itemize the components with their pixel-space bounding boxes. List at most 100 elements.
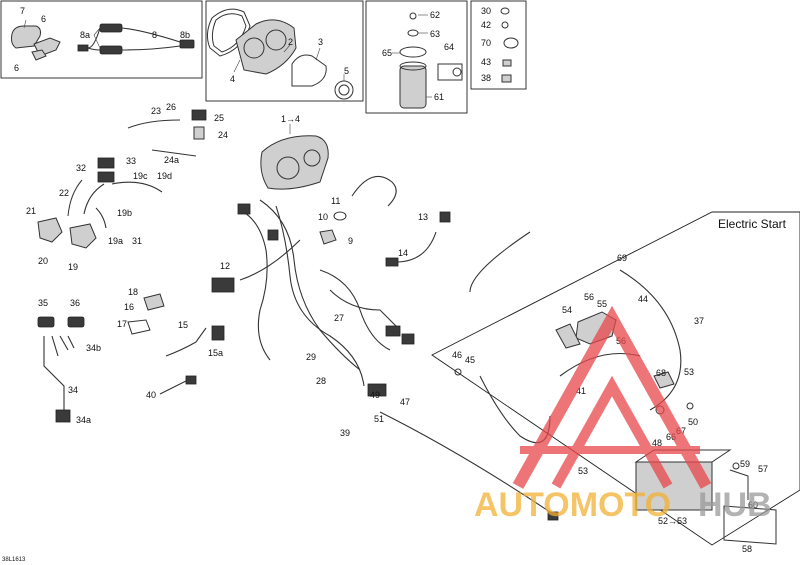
callout-label: 19a <box>108 236 123 246</box>
callout-label: 9 <box>348 236 353 246</box>
callout-label: 34 <box>68 385 78 395</box>
callout-label: 43 <box>481 57 491 67</box>
main-wiring-harness: 12 11 10 9 13 14 27 29 28 39 49 47 51 <box>211 175 559 521</box>
callout-label: 8a <box>80 30 90 40</box>
inset-small-parts: 30 42 70 43 38 <box>470 0 527 90</box>
battery-tray <box>723 505 777 545</box>
callout-label: 19 <box>68 262 78 272</box>
callout-label: 19b <box>117 208 132 218</box>
callout-label: 12 <box>220 261 230 271</box>
callout-label: 28 <box>316 376 326 386</box>
callout-label: 50 <box>688 417 698 427</box>
callout-label: 20 <box>38 256 48 266</box>
callout-label: 55 <box>597 299 607 309</box>
callout-label: 37 <box>694 316 704 326</box>
callout-label: 16 <box>124 302 134 312</box>
callout-label: 23 <box>151 106 161 116</box>
callout-label: 2 <box>288 37 293 47</box>
callout-label: 10 <box>318 212 328 222</box>
callout-label: 19d <box>157 171 172 181</box>
lower-left-components: 35 36 34b 34 34a 18 16 17 15 15a 40 <box>37 287 225 425</box>
callout-label: 11 <box>331 196 340 206</box>
callout-label: 3 <box>318 37 323 47</box>
callout-label: 40 <box>146 390 156 400</box>
callout-label: 15a <box>208 348 223 358</box>
callout-label: 8b <box>180 30 190 40</box>
callout-label: 1→4 <box>281 114 300 124</box>
callout-label: 17 <box>117 319 127 329</box>
callout-label: 53 <box>684 367 694 377</box>
callout-label: 31 <box>132 236 142 246</box>
callout-label: 68 <box>656 368 666 378</box>
callout-label: 27 <box>334 313 344 323</box>
callout-label: 39 <box>340 428 350 438</box>
callout-label: 63 <box>430 29 440 39</box>
electric-start-title: Electric Start <box>718 217 787 231</box>
callout-label: 47 <box>400 397 410 407</box>
callout-label: 15 <box>178 320 188 330</box>
callout-label: 36 <box>70 298 80 308</box>
callout-label: 52→53 <box>658 516 687 526</box>
watermark-brand-suffix: HUB <box>698 486 772 524</box>
callout-label: 49 <box>370 390 380 400</box>
callout-label: 21 <box>26 206 36 216</box>
callout-label: 34b <box>86 343 101 353</box>
callout-label: 8 <box>152 30 157 40</box>
callout-label: 48 <box>652 438 662 448</box>
callout-label: 56 <box>584 292 594 302</box>
callout-label: 24 <box>218 130 228 140</box>
callout-label: 26 <box>166 102 176 112</box>
callout-label: 53 <box>578 466 588 476</box>
callout-label: 59 <box>740 459 750 469</box>
callout-label: 58 <box>742 544 752 554</box>
callout-label: 60 <box>748 500 758 510</box>
inset-gauge-cluster: 2 3 4 5 <box>205 0 364 102</box>
callout-label: 25 <box>214 113 224 123</box>
callout-label: 7 <box>20 6 25 16</box>
gauge-cluster-assembly: 1→4 <box>260 114 329 190</box>
callout-label: 30 <box>481 6 491 16</box>
callout-label: 66 <box>666 432 676 442</box>
inset-handlebar-switch: 7 6 6 8a 8 8b <box>0 0 203 79</box>
fuel-pump-canister <box>399 65 427 109</box>
callout-label: 22 <box>59 188 69 198</box>
callout-label: 51 <box>374 414 384 424</box>
callout-label: 61 <box>434 92 444 102</box>
callout-label: 32 <box>76 163 86 173</box>
callout-label: 44 <box>638 294 648 304</box>
cluster-housing <box>235 19 297 75</box>
document-code: 38L1613 <box>2 557 26 563</box>
callout-label: 46 <box>452 350 462 360</box>
callout-label: 6 <box>41 14 46 24</box>
callout-label: 19c <box>133 171 148 181</box>
callout-label: 62 <box>430 10 440 20</box>
callout-label: 13 <box>418 212 428 222</box>
callout-label: 35 <box>38 298 48 308</box>
left-components: 23 26 25 24 24a 32 33 22 19c 19d 19b 19a… <box>26 102 228 272</box>
callout-label: 5 <box>344 66 349 76</box>
watermark-logo: AUTOMOTO HUB <box>474 305 772 524</box>
callout-label: 64 <box>444 42 454 52</box>
callout-label: 42 <box>481 20 491 30</box>
callout-label: 6 <box>14 63 19 73</box>
callout-label: 41 <box>576 386 586 396</box>
callout-label: 29 <box>306 352 316 362</box>
callout-label: 57 <box>758 464 768 474</box>
starter-bracket <box>555 323 581 349</box>
callout-label: 45 <box>465 355 475 365</box>
callout-label: 65 <box>382 48 392 58</box>
handlebar-switch-housing <box>11 25 41 49</box>
callout-label: 34a <box>76 415 91 425</box>
callout-label: 69 <box>617 253 627 263</box>
watermark-brand-prefix: AUTOMOTO <box>474 486 671 524</box>
callout-label: 70 <box>481 38 491 48</box>
callout-label: 4 <box>230 74 235 84</box>
callout-label: 54 <box>562 305 572 315</box>
callout-label: 14 <box>398 248 408 258</box>
callout-label: 18 <box>128 287 138 297</box>
callout-label: 24a <box>164 155 179 165</box>
callout-label: 38 <box>481 73 491 83</box>
speedometer-dial <box>334 80 354 100</box>
inset-fuel-sender: 62 63 65 64 61 <box>365 0 468 114</box>
